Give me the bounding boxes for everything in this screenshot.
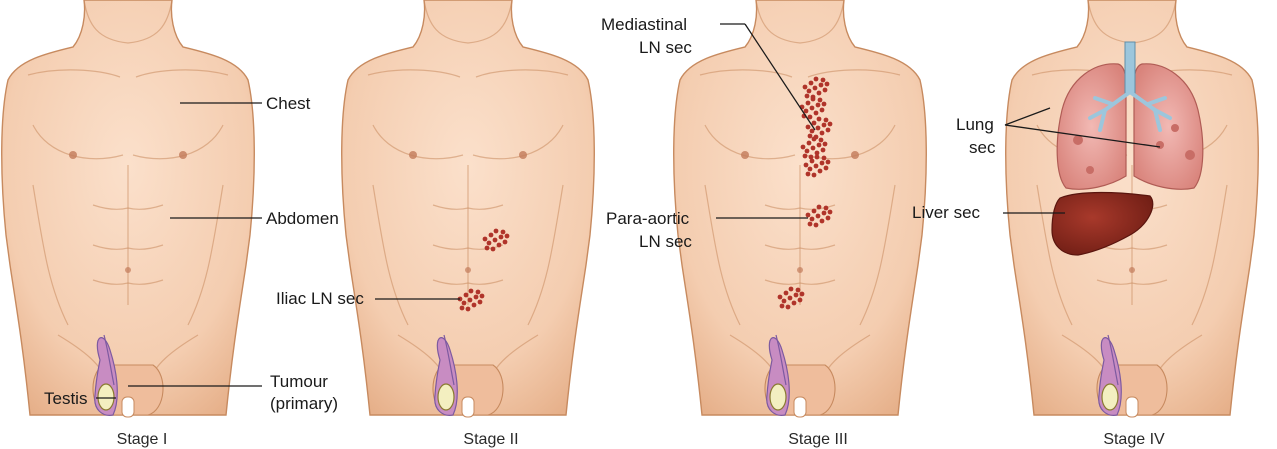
lung-label-2: sec — [969, 138, 996, 157]
lung-label-1: Lung — [956, 115, 994, 134]
tumour-label-2: (primary) — [270, 394, 338, 413]
torso-figure — [342, 0, 595, 417]
torso-figure — [674, 0, 927, 417]
iliac-label: Iliac LN sec — [276, 289, 364, 308]
stage-1-title: Stage I — [117, 431, 168, 448]
testis-label: Testis — [44, 389, 87, 408]
stage-3-figure — [674, 0, 927, 417]
stage-2-figure — [342, 0, 595, 417]
mediastinal-label-2: LN sec — [639, 38, 692, 57]
abdomen-label: Abdomen — [266, 209, 339, 228]
stage-4-title: Stage IV — [1103, 431, 1165, 448]
torso-figure — [2, 0, 255, 417]
stage-2-title: Stage II — [463, 431, 518, 448]
tumour-label-1: Tumour — [270, 372, 328, 391]
liver-label: Liver sec — [912, 203, 981, 222]
paraaortic-label-1: Para-aortic — [606, 209, 690, 228]
chest-label: Chest — [266, 94, 311, 113]
paraaortic-label-2: LN sec — [639, 232, 692, 251]
stage-3-title: Stage III — [788, 431, 848, 448]
stage-1-figure — [2, 0, 255, 417]
mediastinal-label-1: Mediastinal — [601, 15, 687, 34]
